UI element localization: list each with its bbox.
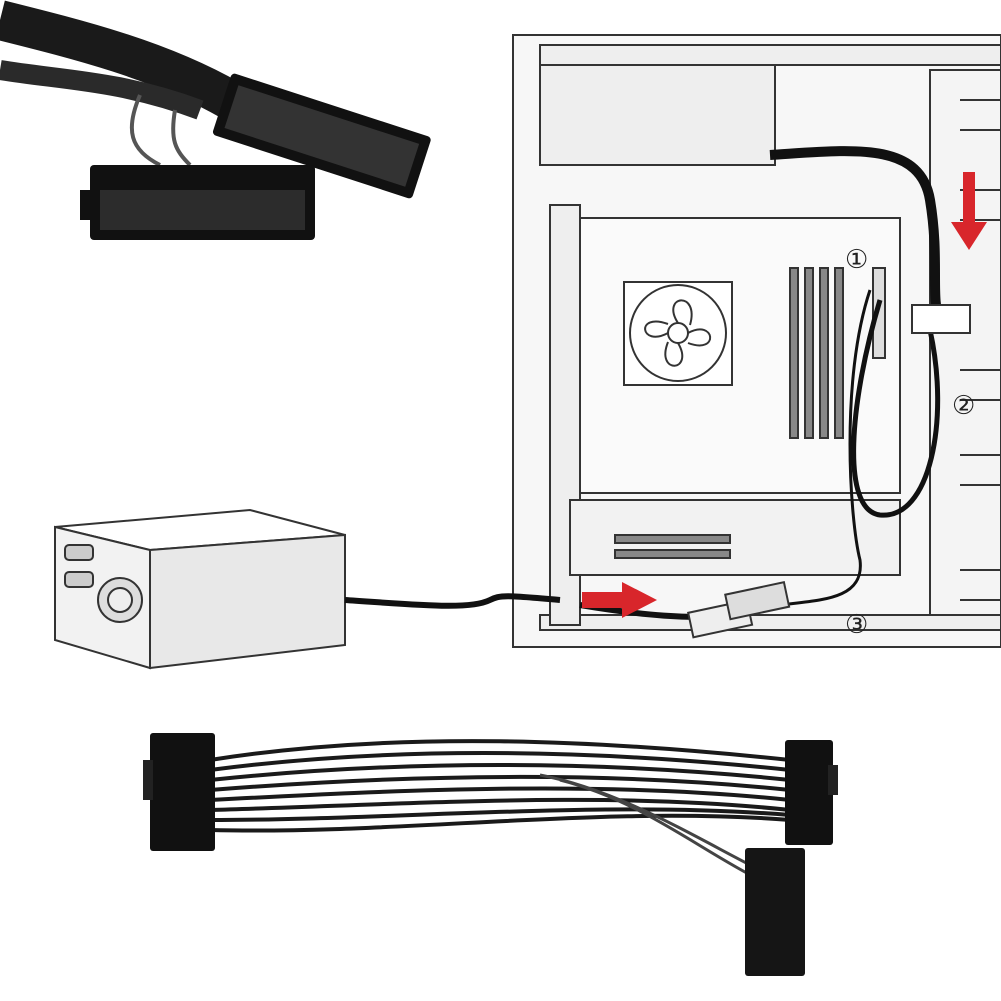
computer-case	[512, 34, 1001, 648]
motherboard-connectors	[687, 581, 791, 639]
top-connector-photo	[0, 0, 431, 240]
psu-cable	[344, 593, 561, 609]
connector-splitter	[911, 304, 971, 334]
right-arrow-icon	[582, 582, 657, 618]
step-label-1: ①	[845, 245, 868, 275]
fan-icon	[623, 281, 733, 386]
step-label-2: ②	[952, 391, 975, 421]
down-arrow-icon	[951, 172, 987, 250]
power-supply	[54, 508, 346, 670]
step-label-3: ③	[845, 610, 868, 640]
splitter-cable-photo	[143, 733, 838, 976]
